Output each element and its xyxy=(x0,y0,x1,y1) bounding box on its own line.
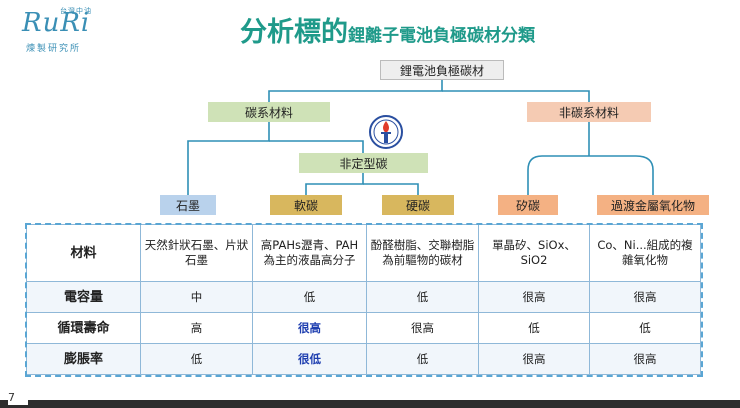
table-cell: 很高 xyxy=(366,312,479,344)
table-cell: 很高 xyxy=(478,343,590,375)
table-cell: 很高 xyxy=(478,281,590,313)
title-sub: 鋰離子電池負極碳材分類 xyxy=(348,26,535,46)
node-soft-carbon: 軟碳 xyxy=(270,195,342,215)
node-hard-carbon: 硬碳 xyxy=(382,195,454,215)
table-row-expansion: 膨脹率 低 很低 低 很高 很高 xyxy=(26,343,701,375)
line-carbon-graphite xyxy=(187,122,270,195)
table-cell: 低 xyxy=(589,312,701,344)
table-cell: 低 xyxy=(252,281,367,313)
table-cell: 中 xyxy=(140,281,253,313)
comparison-table: 材料 天然針狀石墨、片狀石墨 高PAHs瀝青、PAH為主的液晶高分子 酚醛樹脂、… xyxy=(26,224,701,375)
table-cell-highlight: 很低 xyxy=(252,343,367,375)
table-cell: 低 xyxy=(366,343,479,375)
row-header-material: 材料 xyxy=(26,224,141,282)
logo-tagline: 台灣中油 xyxy=(60,7,92,15)
logo-mark: RuRi xyxy=(22,8,91,38)
row-header-expansion: 膨脹率 xyxy=(26,343,141,375)
node-root: 鋰電池負極碳材 xyxy=(380,60,504,80)
line-noncarbon-children xyxy=(527,155,654,195)
table-row-capacity: 電容量 中 低 低 很高 很高 xyxy=(26,281,701,313)
row-header-cycle-life: 循環壽命 xyxy=(26,312,141,344)
table-cell: 很高 xyxy=(589,343,701,375)
page-number: 7 xyxy=(8,391,28,405)
table-cell: 很高 xyxy=(589,281,701,313)
logo-subtitle: 煉製研究所 xyxy=(26,44,82,54)
table-cell: 低 xyxy=(478,312,590,344)
title-main: 分析標的 xyxy=(240,17,348,48)
line-root-carbon xyxy=(268,80,443,102)
node-silicon-carbon: 矽碳 xyxy=(498,195,558,215)
slide-title: 分析標的鋰離子電池負極碳材分類 xyxy=(240,10,535,48)
table-cell-highlight: 很高 xyxy=(252,312,367,344)
table-cell: 低 xyxy=(140,343,253,375)
table-cell: 高 xyxy=(140,312,253,344)
table-cell: 低 xyxy=(366,281,479,313)
table-cell: 高PAHs瀝青、PAH為主的液晶高分子 xyxy=(252,224,367,282)
node-graphite: 石墨 xyxy=(160,195,216,215)
torch-emblem-icon xyxy=(369,115,403,149)
row-header-capacity: 電容量 xyxy=(26,281,141,313)
table-cell: 單晶矽、SiOx、SiO2 xyxy=(478,224,590,282)
table-cell: Co、Ni...組成的複雜氧化物 xyxy=(589,224,701,282)
table-cell: 天然針狀石墨、片狀石墨 xyxy=(140,224,253,282)
node-transition-metal-oxide: 過渡金屬氧化物 xyxy=(597,195,709,215)
bottom-bar xyxy=(0,400,740,408)
line-root-noncarbon xyxy=(442,90,590,102)
table-row-cycle-life: 循環壽命 高 很高 很高 低 低 xyxy=(26,312,701,344)
node-carbon: 碳系材料 xyxy=(208,102,330,122)
node-amorphous: 非定型碳 xyxy=(299,153,428,173)
line-carbon-amorphous xyxy=(269,140,364,153)
logo: 台灣中油 RuRi 煉製研究所 xyxy=(22,6,122,56)
line-amorphous-soft xyxy=(305,173,364,195)
node-noncarbon: 非碳系材料 xyxy=(527,102,651,122)
table-cell: 酚醛樹脂、交聯樹脂為前驅物的碳材 xyxy=(366,224,479,282)
table-row-material: 材料 天然針狀石墨、片狀石墨 高PAHs瀝青、PAH為主的液晶高分子 酚醛樹脂、… xyxy=(26,224,701,282)
line-amorphous-hard xyxy=(363,183,419,195)
